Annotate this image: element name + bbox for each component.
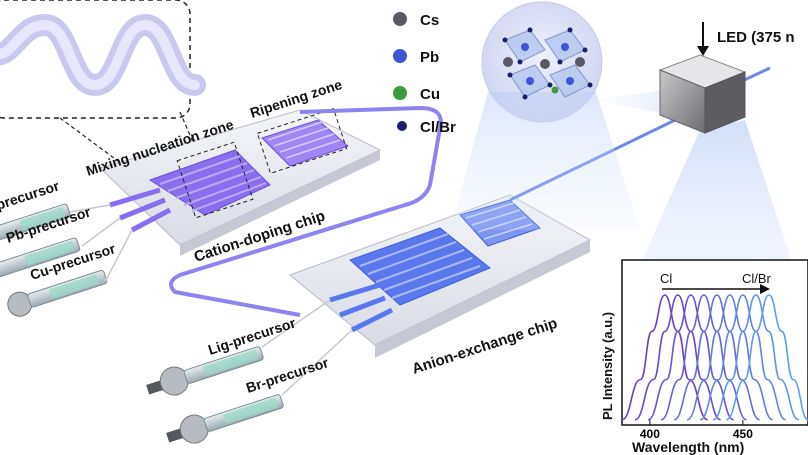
legend-label-cs: Cs <box>420 12 439 29</box>
shift-arrow-head-icon <box>760 284 770 294</box>
legend-marker-cu <box>393 86 407 100</box>
legend-label-clbr: Cl/Br <box>420 119 456 136</box>
x-tick-label-400: 400 <box>640 427 660 441</box>
atom-legend: Cs Pb Cu Cl/Br <box>393 12 456 136</box>
chart-series-group <box>621 294 808 421</box>
pl-curve-408 <box>621 294 708 421</box>
annotation-start: Cl <box>660 271 672 286</box>
pl-spectrum-chart: Cl Cl/Br 400 450 Wavelength (nm) PL Inten… <box>600 259 808 455</box>
connecting-tube <box>169 105 443 317</box>
syringes <box>0 203 284 444</box>
pl-curve-450 <box>699 294 787 421</box>
led-arrow-head-icon <box>697 46 709 56</box>
pl-curve-443 <box>686 294 774 421</box>
led-cube <box>658 54 747 134</box>
legend-label-cu: Cu <box>420 86 440 103</box>
legend-marker-clbr <box>397 121 407 131</box>
ripening-zone-outline <box>256 108 348 174</box>
annotation-end: Cl/Br <box>742 271 772 286</box>
legend-marker-cs <box>393 12 407 26</box>
legend-label-pb: Pb <box>420 49 439 66</box>
legend-marker-pb <box>393 49 407 63</box>
pl-curve-436 <box>673 294 760 421</box>
pl-curve-415 <box>634 294 721 421</box>
y-axis-label: PL Intensity (a.u.) <box>600 312 615 420</box>
pl-curve-422 <box>647 294 734 421</box>
chart-plot-frame <box>621 259 808 426</box>
pl-curve-429 <box>660 294 747 421</box>
x-axis-label: Wavelength (nm) <box>632 439 744 455</box>
x-tick-label-450: 450 <box>733 427 753 441</box>
crystal-lattice <box>502 27 593 100</box>
pl-curve-464 <box>725 294 808 421</box>
x-tick-group: 400 450 <box>640 420 753 441</box>
led-label: LED (375 n <box>717 29 795 46</box>
pl-curve-457 <box>712 294 800 421</box>
mixing-zone-outline <box>176 141 254 219</box>
